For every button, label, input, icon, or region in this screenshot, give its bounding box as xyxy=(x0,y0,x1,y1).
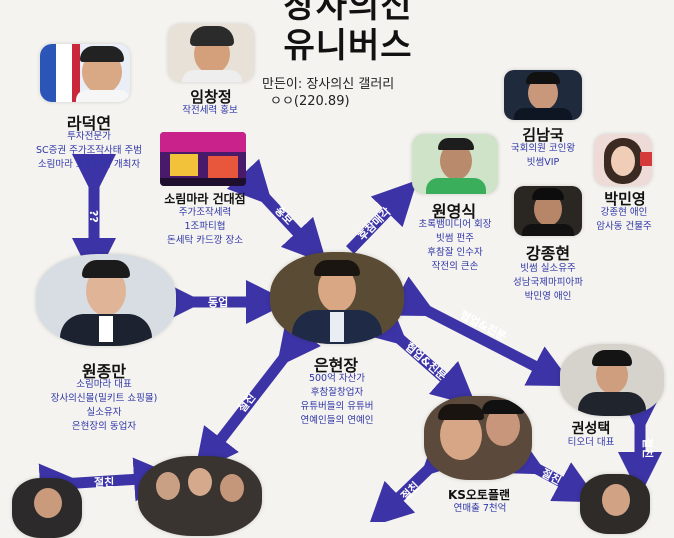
eun-name: 은현장 xyxy=(313,356,359,375)
park-photo xyxy=(594,134,652,186)
arrow-label-bottom-left: 절친 xyxy=(94,475,114,489)
arrow-label-kwon-down: 절친 xyxy=(641,438,655,458)
eun-photo xyxy=(270,252,404,344)
kang-photo xyxy=(514,186,582,236)
won-photo xyxy=(412,134,498,194)
diagram-title: 장사의신 유니버스 xyxy=(268,0,428,66)
park-name: 박민영 xyxy=(604,190,646,208)
kim-name: 김남국 xyxy=(522,126,564,144)
ks-photo xyxy=(424,396,532,480)
arrow-label-wonjong-eun: 동업 xyxy=(208,296,228,309)
ks-name: KS오토플랜 xyxy=(447,488,511,502)
title-line-2: 유니버스 xyxy=(283,26,413,66)
ks-desc: 연매출 7천억 xyxy=(453,503,507,514)
arrow-eun-ks xyxy=(360,300,477,407)
wonjong-name: 원종만 xyxy=(81,362,127,381)
bottom-group-photo xyxy=(138,456,262,536)
ra-name: 라덕연 xyxy=(66,114,112,133)
title-line-1: 장사의신 xyxy=(283,0,413,26)
maker-line-2: ㅇㅇ(220.89) xyxy=(270,94,350,109)
arrow-eun-won xyxy=(346,180,418,254)
sorim-photo xyxy=(160,132,246,186)
maker-line-1: 만든이: 장사의신 갤러리 xyxy=(262,77,395,92)
arrow-ks-right xyxy=(498,434,600,503)
kang-name: 강종현 xyxy=(525,244,571,263)
ra-photo xyxy=(40,44,130,102)
sorim-name: 소림마라 건대점 xyxy=(164,192,246,206)
arrow-label-ra-wonjong: ?? xyxy=(87,210,100,223)
kwon-name: 권성택 xyxy=(571,421,611,437)
kwon-desc: 티오더 대표 xyxy=(567,437,615,448)
arrow-sorim-eun xyxy=(226,158,327,265)
won-name: 원영식 xyxy=(431,202,477,221)
arrow-label-eun-ks: 협업&친분 xyxy=(403,339,450,382)
bottom-right-photo xyxy=(580,474,650,534)
wonjong-photo xyxy=(36,254,176,346)
arrow-ks-bottom xyxy=(368,430,468,522)
kwon-photo xyxy=(560,344,664,416)
kim-photo xyxy=(504,70,582,120)
im-desc: 작전세력 홍보 xyxy=(182,105,238,116)
universe-diagram: ?? 홍보 후참매각 동업 협업&친분 협업&친분 절친 절친 절친 절친 절친… xyxy=(12,0,664,538)
arrow-label-eun-won: 후참매각 xyxy=(355,205,394,244)
bottom-left-photo xyxy=(12,478,82,538)
im-name: 임창정 xyxy=(190,88,232,106)
arrow-eun-bottom xyxy=(194,319,321,474)
im-photo xyxy=(168,24,254,82)
maker-credit: 만든이: 장사의신 갤러리 ㅇㅇ(220.89) xyxy=(262,76,394,110)
relation-arrows: ?? 홍보 후참매각 동업 협업&친분 협업&친분 절친 절친 절친 절친 절친 xyxy=(38,154,662,522)
